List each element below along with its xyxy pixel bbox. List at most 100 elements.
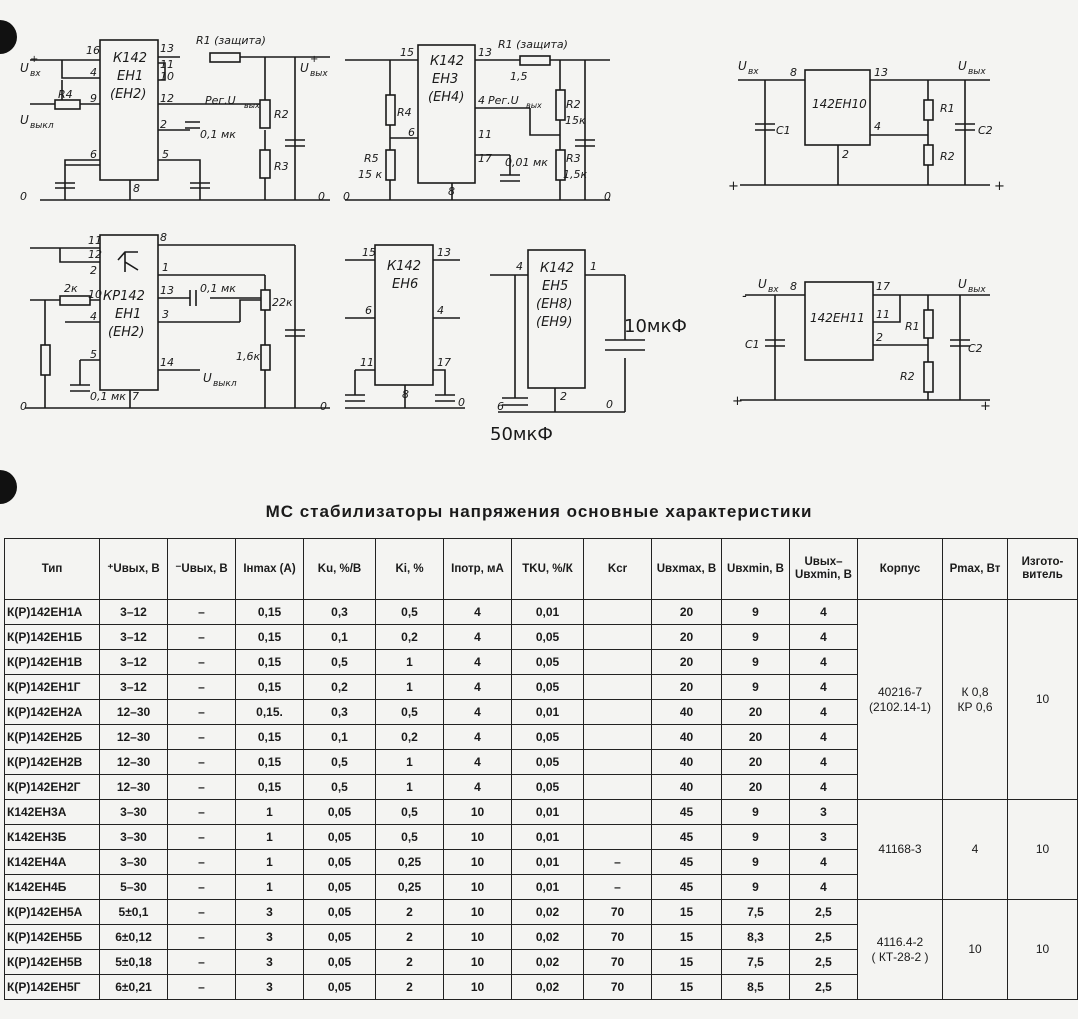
pin-6: 6 (90, 148, 97, 161)
r4-label: R4 (58, 88, 73, 101)
pin-10: 10 (160, 70, 174, 83)
value-cell: 0,25 (375, 874, 444, 900)
value-cell: 20 (721, 774, 790, 800)
pin-16: 16 (86, 44, 100, 57)
value-cell: 20 (721, 724, 790, 750)
value-cell: 5±0,1 (99, 899, 168, 925)
value-cell: 0,15 (235, 774, 304, 800)
value-cell: 9 (721, 874, 790, 900)
minus-terminal: - (742, 289, 747, 304)
value-cell: 0,02 (511, 899, 584, 925)
housing-line: 40216-7 (877, 684, 923, 699)
punch-hole-bottom (0, 470, 17, 504)
value-cell: 3 (235, 949, 304, 975)
value-cell: 8,5 (721, 974, 790, 1000)
r1-label: R1 (защита) (498, 38, 568, 51)
value-cell (583, 674, 652, 700)
value-cell: 3–30 (99, 824, 168, 850)
value-cell: 0,5 (375, 699, 444, 725)
value-cell: – (167, 699, 236, 725)
value-cell: 9 (721, 599, 790, 625)
pin-2: 2 (876, 331, 883, 344)
value-cell: 1 (235, 799, 304, 825)
pin-11: 11 (876, 308, 890, 321)
chip-label: К142 (430, 54, 464, 69)
input-label: U (738, 59, 747, 73)
value-cell: 1 (235, 824, 304, 850)
ground-label: 0 (20, 400, 27, 413)
chip-label: К142 (387, 259, 421, 274)
c1-label: C1 (776, 124, 791, 137)
value-cell: 0,15 (235, 674, 304, 700)
value-cell: 0,5 (303, 649, 376, 675)
pin-6: 6 (365, 304, 372, 317)
value-cell: 0,05 (303, 849, 376, 875)
resistor-r3 (555, 149, 566, 181)
value-cell: – (167, 599, 236, 625)
value-cell: 3 (235, 924, 304, 950)
column-header: ⁺Uвых, В (99, 538, 168, 600)
value-cell: 1 (235, 874, 304, 900)
resistor-r2 (555, 89, 566, 121)
value-cell: 4 (789, 849, 858, 875)
input-label: U (20, 61, 29, 75)
value-cell: 20 (721, 749, 790, 775)
value-cell: – (167, 649, 236, 675)
pin-13: 13 (874, 66, 888, 79)
value-cell: – (167, 949, 236, 975)
column-header: Ki, % (375, 538, 444, 600)
value-cell: 0,05 (511, 774, 584, 800)
cap-label: 0,01 мк (505, 156, 548, 169)
r1-label: R1 (защита) (196, 34, 266, 47)
chip-box (527, 249, 586, 389)
value-cell: 4 (789, 874, 858, 900)
value-cell (583, 724, 652, 750)
value-cell (583, 824, 652, 850)
column-header: TKU, %/К (511, 538, 584, 600)
value-cell: 2,5 (789, 949, 858, 975)
value-cell: 3–30 (99, 849, 168, 875)
value-cell: 4 (789, 774, 858, 800)
value-cell: 4 (443, 599, 512, 625)
value-cell: 70 (583, 974, 652, 1000)
value-cell: 3–12 (99, 674, 168, 700)
type-cell: К(Р)142ЕН5В (4, 949, 100, 975)
column-header: Корпус (857, 538, 943, 600)
value-cell: 0,15. (235, 699, 304, 725)
pmax-line: КР 0,6 (957, 699, 993, 714)
pin-4: 4 (478, 94, 485, 107)
value-cell: – (583, 874, 652, 900)
resistor-1-6k (260, 344, 271, 371)
value-cell: 4 (443, 699, 512, 725)
pin-2: 2 (160, 118, 167, 131)
column-header: Iнmax (А) (235, 538, 304, 600)
value-cell: 0,5 (375, 824, 444, 850)
pin-4: 4 (516, 260, 523, 273)
column-header: Uвхmin, В (721, 538, 790, 600)
value-cell: 20 (651, 624, 722, 650)
off-label: U (203, 371, 212, 385)
schematic-1: К142 ЕН1 (ЕН2) 16 4 9 6 8 5 13 11 10 12 … (20, 34, 330, 203)
pin-1: 1 (162, 261, 169, 274)
schematic-2: К142 ЕН3 (ЕН4) 15 6 8 13 4 11 17 R1 (защ… (343, 38, 611, 203)
pin-8: 8 (790, 280, 797, 293)
table-title: МС стабилизаторы напряжения основные хар… (265, 502, 813, 521)
value-cell: 5–30 (99, 874, 168, 900)
value-cell (583, 599, 652, 625)
plus-terminal: + (980, 399, 991, 414)
resistor-2k (59, 295, 91, 306)
value-cell: 3–12 (99, 599, 168, 625)
chip-label: ЕН6 (392, 277, 418, 292)
value-cell: 0,05 (303, 899, 376, 925)
value-cell: 4 (789, 724, 858, 750)
reg-label-sub: вых (244, 101, 260, 110)
resistor-r1 (923, 309, 934, 339)
pin-17: 17 (876, 280, 890, 293)
wire (25, 244, 330, 409)
type-cell: К(Р)142ЕН2Б (4, 724, 100, 750)
chip-label: К142 (540, 261, 574, 276)
value-cell: 70 (583, 949, 652, 975)
